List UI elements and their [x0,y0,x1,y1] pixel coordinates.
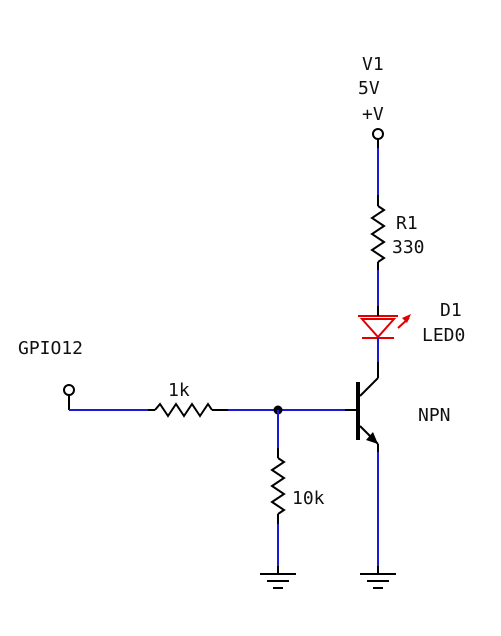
resistor-1k [148,402,228,418]
supply-terminal-label: +V [362,104,384,125]
supply-value: 5V [358,78,380,99]
npn-transistor-icon [356,362,379,452]
ground-icon [360,566,396,589]
resistor-r1 [370,195,386,270]
pulldown-resistor-value: 10k [292,488,325,509]
transistor-type: NPN [418,405,451,426]
led-name: D1 [440,300,462,321]
r1-value: 330 [392,237,425,258]
r1-name: R1 [396,213,418,234]
gpio-terminal-icon [63,384,75,396]
base-resistor-value: 1k [168,380,190,401]
ground-icon [260,566,296,589]
led-value: LED0 [422,325,465,346]
resistor-10k [270,448,286,524]
led-d1-icon [358,314,411,339]
gpio-label: GPIO12 [18,338,83,359]
supply-name: V1 [362,54,384,75]
supply-terminal-icon [372,128,384,140]
